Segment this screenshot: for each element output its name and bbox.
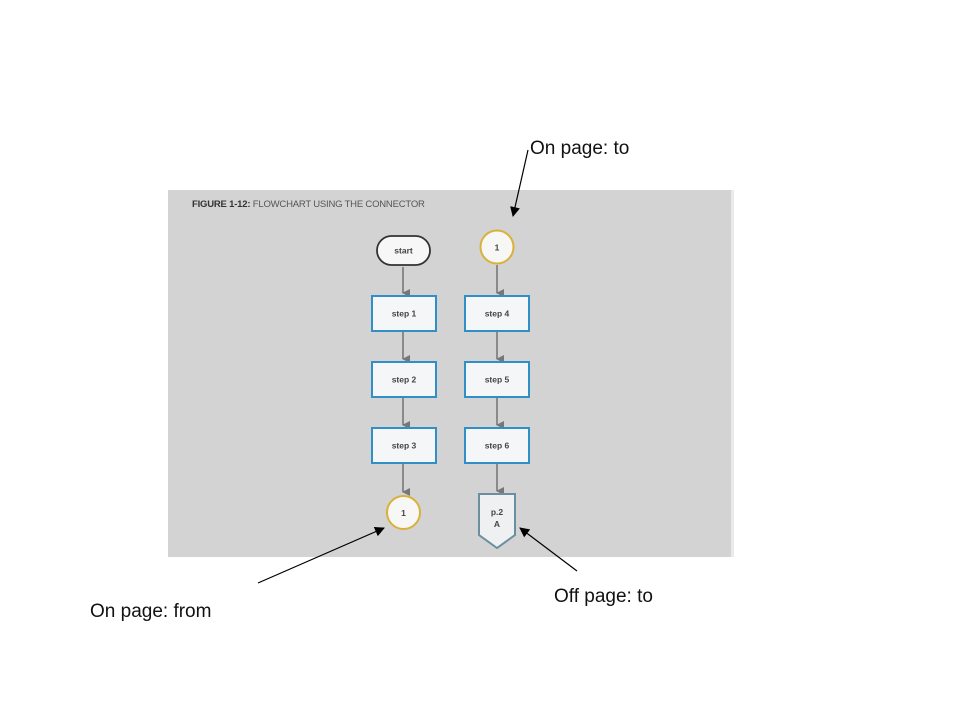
callout-on-page-to: On page: to [530,138,630,159]
figure-panel: FIGURE 1-12: FLOWCHART USING THE CONNECT… [168,190,734,557]
pointer-on-page-from [257,527,385,584]
process-step-3: step 3 [371,427,437,464]
on-page-connector-to: 1 [479,229,515,265]
offpage-line1-label: p.2 [491,507,504,517]
process-step-2: step 2 [371,361,437,398]
process-step-6: step 6 [464,427,530,464]
start-terminator: start [376,235,431,266]
connector-from-label: 1 [401,508,406,518]
pointer-off-page-to [519,527,578,572]
callout-off-page-to: Off page: to [554,586,653,607]
process-step-4: step 4 [464,295,530,332]
pointer-on-page-to [510,149,529,217]
step-3-label: step 3 [392,441,417,451]
start-label: start [394,246,413,256]
connector-to-label: 1 [495,243,500,253]
offpage-line2-label: A [494,519,500,529]
figure-title: FIGURE 1-12: FLOWCHART USING THE CONNECT… [192,199,425,210]
step-5-label: step 5 [485,375,510,385]
callout-on-page-from: On page: from [90,601,212,622]
figure-caption: FLOWCHART USING THE CONNECTOR [252,199,425,210]
step-2-label: step 2 [392,375,417,385]
figure-number: FIGURE 1-12: [192,199,251,210]
step-1-label: step 1 [392,309,417,319]
on-page-connector-from: 1 [386,495,421,530]
process-step-5: step 5 [464,361,530,398]
off-page-connector: p.2 A [478,493,516,550]
step-6-label: step 6 [485,441,510,451]
step-4-label: step 4 [485,309,510,319]
process-step-1: step 1 [371,295,437,332]
